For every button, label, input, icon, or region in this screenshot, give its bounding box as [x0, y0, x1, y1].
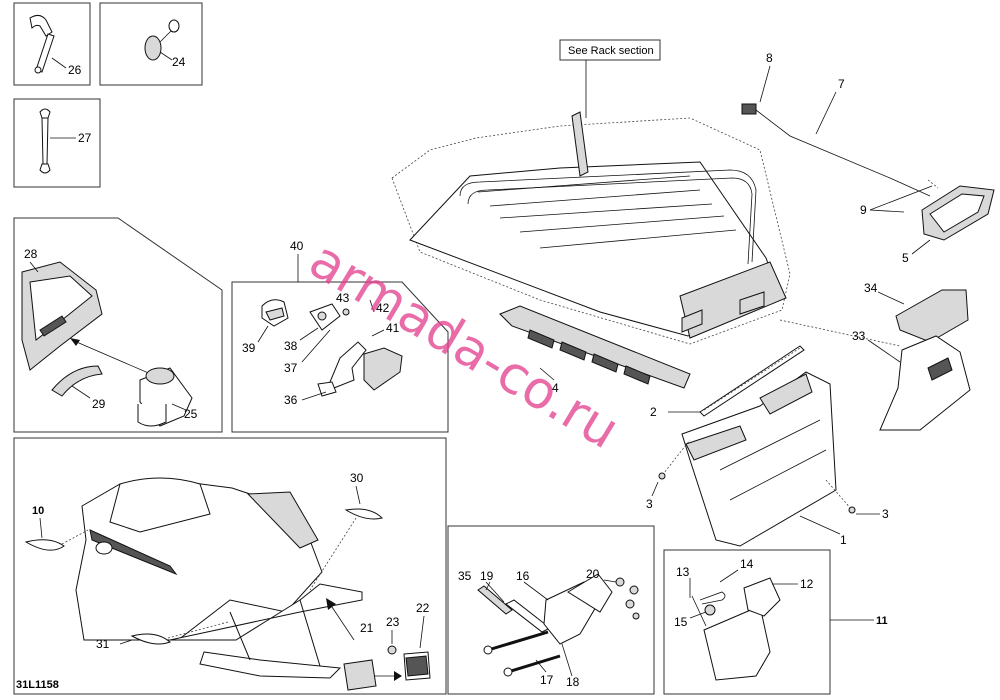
- label-37: 37: [284, 361, 298, 375]
- label-34: 34: [864, 281, 878, 295]
- label-7: 7: [838, 77, 845, 91]
- spanner-wrench-icon: [29, 14, 55, 74]
- rack-tunnel-icon: [391, 117, 791, 345]
- label-2: 2: [650, 405, 657, 419]
- light-housing-icon: [879, 289, 971, 431]
- hitch-bracket-icon: [691, 577, 781, 681]
- side-panel-icon: [499, 305, 691, 389]
- label-35: 35: [458, 569, 472, 583]
- fuel-container-icon: [137, 367, 193, 427]
- label-17: 17: [540, 673, 554, 687]
- mounting-bracket-icon: [317, 341, 403, 397]
- label-19: 19: [480, 569, 494, 583]
- label-9: 9: [860, 203, 867, 217]
- label-14: 14: [740, 557, 754, 571]
- label-11: 11: [876, 615, 888, 627]
- box-puller-24: [99, 2, 203, 86]
- label-12: 12: [800, 577, 814, 591]
- label-4: 4: [552, 381, 559, 395]
- hitch-plate-icon: [477, 573, 613, 645]
- bolt-icon: [483, 630, 561, 677]
- label-3b: 3: [882, 507, 889, 521]
- label-16: 16: [516, 569, 530, 583]
- box-bag-kit: [13, 217, 223, 433]
- snowflap-icon: [681, 371, 837, 547]
- label-28: 28: [24, 247, 38, 261]
- box-wrench-26: [13, 2, 91, 86]
- label-10: 10: [32, 505, 44, 517]
- patch-22-icon: [403, 651, 431, 681]
- box-40: [231, 281, 449, 433]
- decal-30-icon: [344, 508, 383, 520]
- decal-31-icon: [130, 633, 171, 645]
- label-36: 36: [284, 393, 298, 407]
- label-30: 30: [350, 471, 364, 485]
- clamp-icon: [261, 299, 289, 327]
- patch-21-icon: [343, 659, 377, 691]
- label-31: 31: [96, 637, 110, 651]
- open-end-wrench-icon: [39, 108, 51, 174]
- label-29: 29: [92, 397, 106, 411]
- rack-callout-text: See Rack section: [568, 45, 654, 57]
- diagram-code: 31L1158: [16, 679, 59, 691]
- storage-bag-icon: [21, 261, 103, 371]
- strap-icon: [51, 365, 103, 397]
- label-42: 42: [376, 301, 390, 315]
- rack-callout: See Rack section: [559, 39, 661, 177]
- label-5: 5: [902, 251, 909, 265]
- label-39: 39: [242, 341, 256, 355]
- rivet-strip-icon: [699, 345, 805, 417]
- label-23: 23: [386, 615, 400, 629]
- label-15: 15: [674, 615, 688, 629]
- box-snowmobile: [13, 437, 447, 695]
- label-18: 18: [566, 675, 580, 689]
- label-21: 21: [360, 621, 374, 635]
- bracket-hook-icon: [309, 303, 341, 331]
- label-26: 26: [68, 63, 82, 77]
- label-40: 40: [290, 239, 304, 253]
- label-38: 38: [284, 339, 298, 353]
- label-20: 20: [586, 567, 600, 581]
- label-24: 24: [172, 55, 186, 69]
- arrow-icon: [326, 598, 402, 681]
- box-hitch: [447, 525, 655, 695]
- snowmobile-icon: [75, 477, 363, 679]
- label-25: 25: [184, 407, 198, 421]
- box-11: [663, 549, 831, 695]
- tail-light-icon: [921, 185, 995, 241]
- label-13: 13: [676, 565, 690, 579]
- label-33: 33: [852, 329, 866, 343]
- label-8: 8: [766, 51, 773, 65]
- label-27: 27: [78, 131, 92, 145]
- box-wrench-27: [13, 98, 101, 188]
- label-43: 43: [336, 291, 350, 305]
- suction-tool-icon: [144, 19, 180, 61]
- screw-icon: [342, 299, 375, 316]
- label-41: 41: [386, 321, 400, 335]
- label-22: 22: [416, 601, 430, 615]
- decal-10-icon: [24, 539, 65, 551]
- wire-harness-icon: [741, 103, 931, 197]
- label-3a: 3: [646, 497, 653, 511]
- label-1: 1: [840, 533, 847, 547]
- nuts-icon: [615, 577, 640, 620]
